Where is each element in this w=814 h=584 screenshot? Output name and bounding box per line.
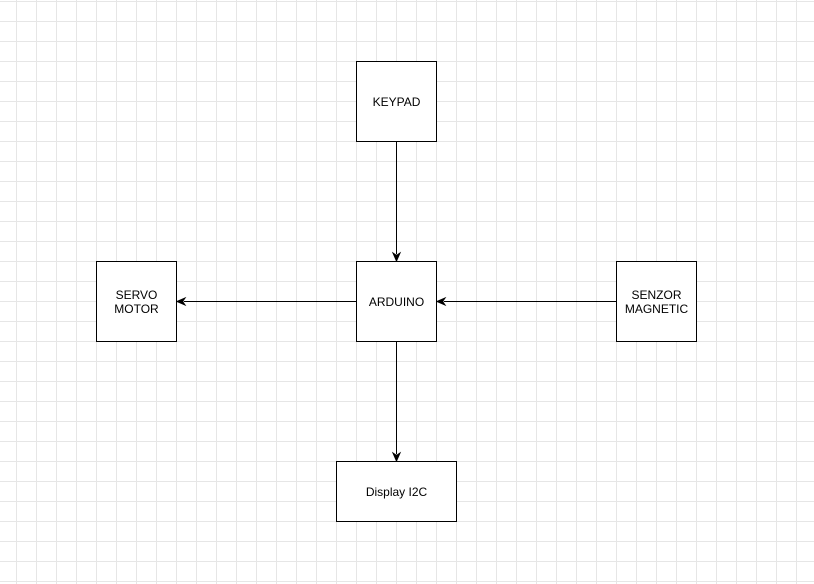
node-servo-motor-label: SERVO MOTOR [114,287,159,316]
edge-arduino-to-display[interactable] [391,342,402,463]
node-servo-motor[interactable]: SERVO MOTOR [96,261,177,342]
arrowhead-icon [435,296,447,307]
node-senzor-magnetic-label: SENZOR MAGNETIC [624,287,689,316]
arrowhead-icon [391,251,402,263]
node-keypad[interactable]: KEYPAD [356,61,437,142]
node-display-i2c-label: Display I2C [365,484,428,499]
node-arduino-label: ARDUINO [368,294,425,309]
node-keypad-label: KEYPAD [372,94,421,109]
arrowhead-icon [391,451,402,463]
edge-arduino-to-servo[interactable] [175,296,356,307]
edge-senzor-to-arduino[interactable] [435,296,616,307]
edge-keypad-to-arduino[interactable] [391,142,402,263]
arrowhead-icon [175,296,187,307]
node-display-i2c[interactable]: Display I2C [336,461,457,522]
node-arduino[interactable]: ARDUINO [356,261,437,342]
node-senzor-magnetic[interactable]: SENZOR MAGNETIC [616,261,697,342]
edges-layer [175,142,616,463]
